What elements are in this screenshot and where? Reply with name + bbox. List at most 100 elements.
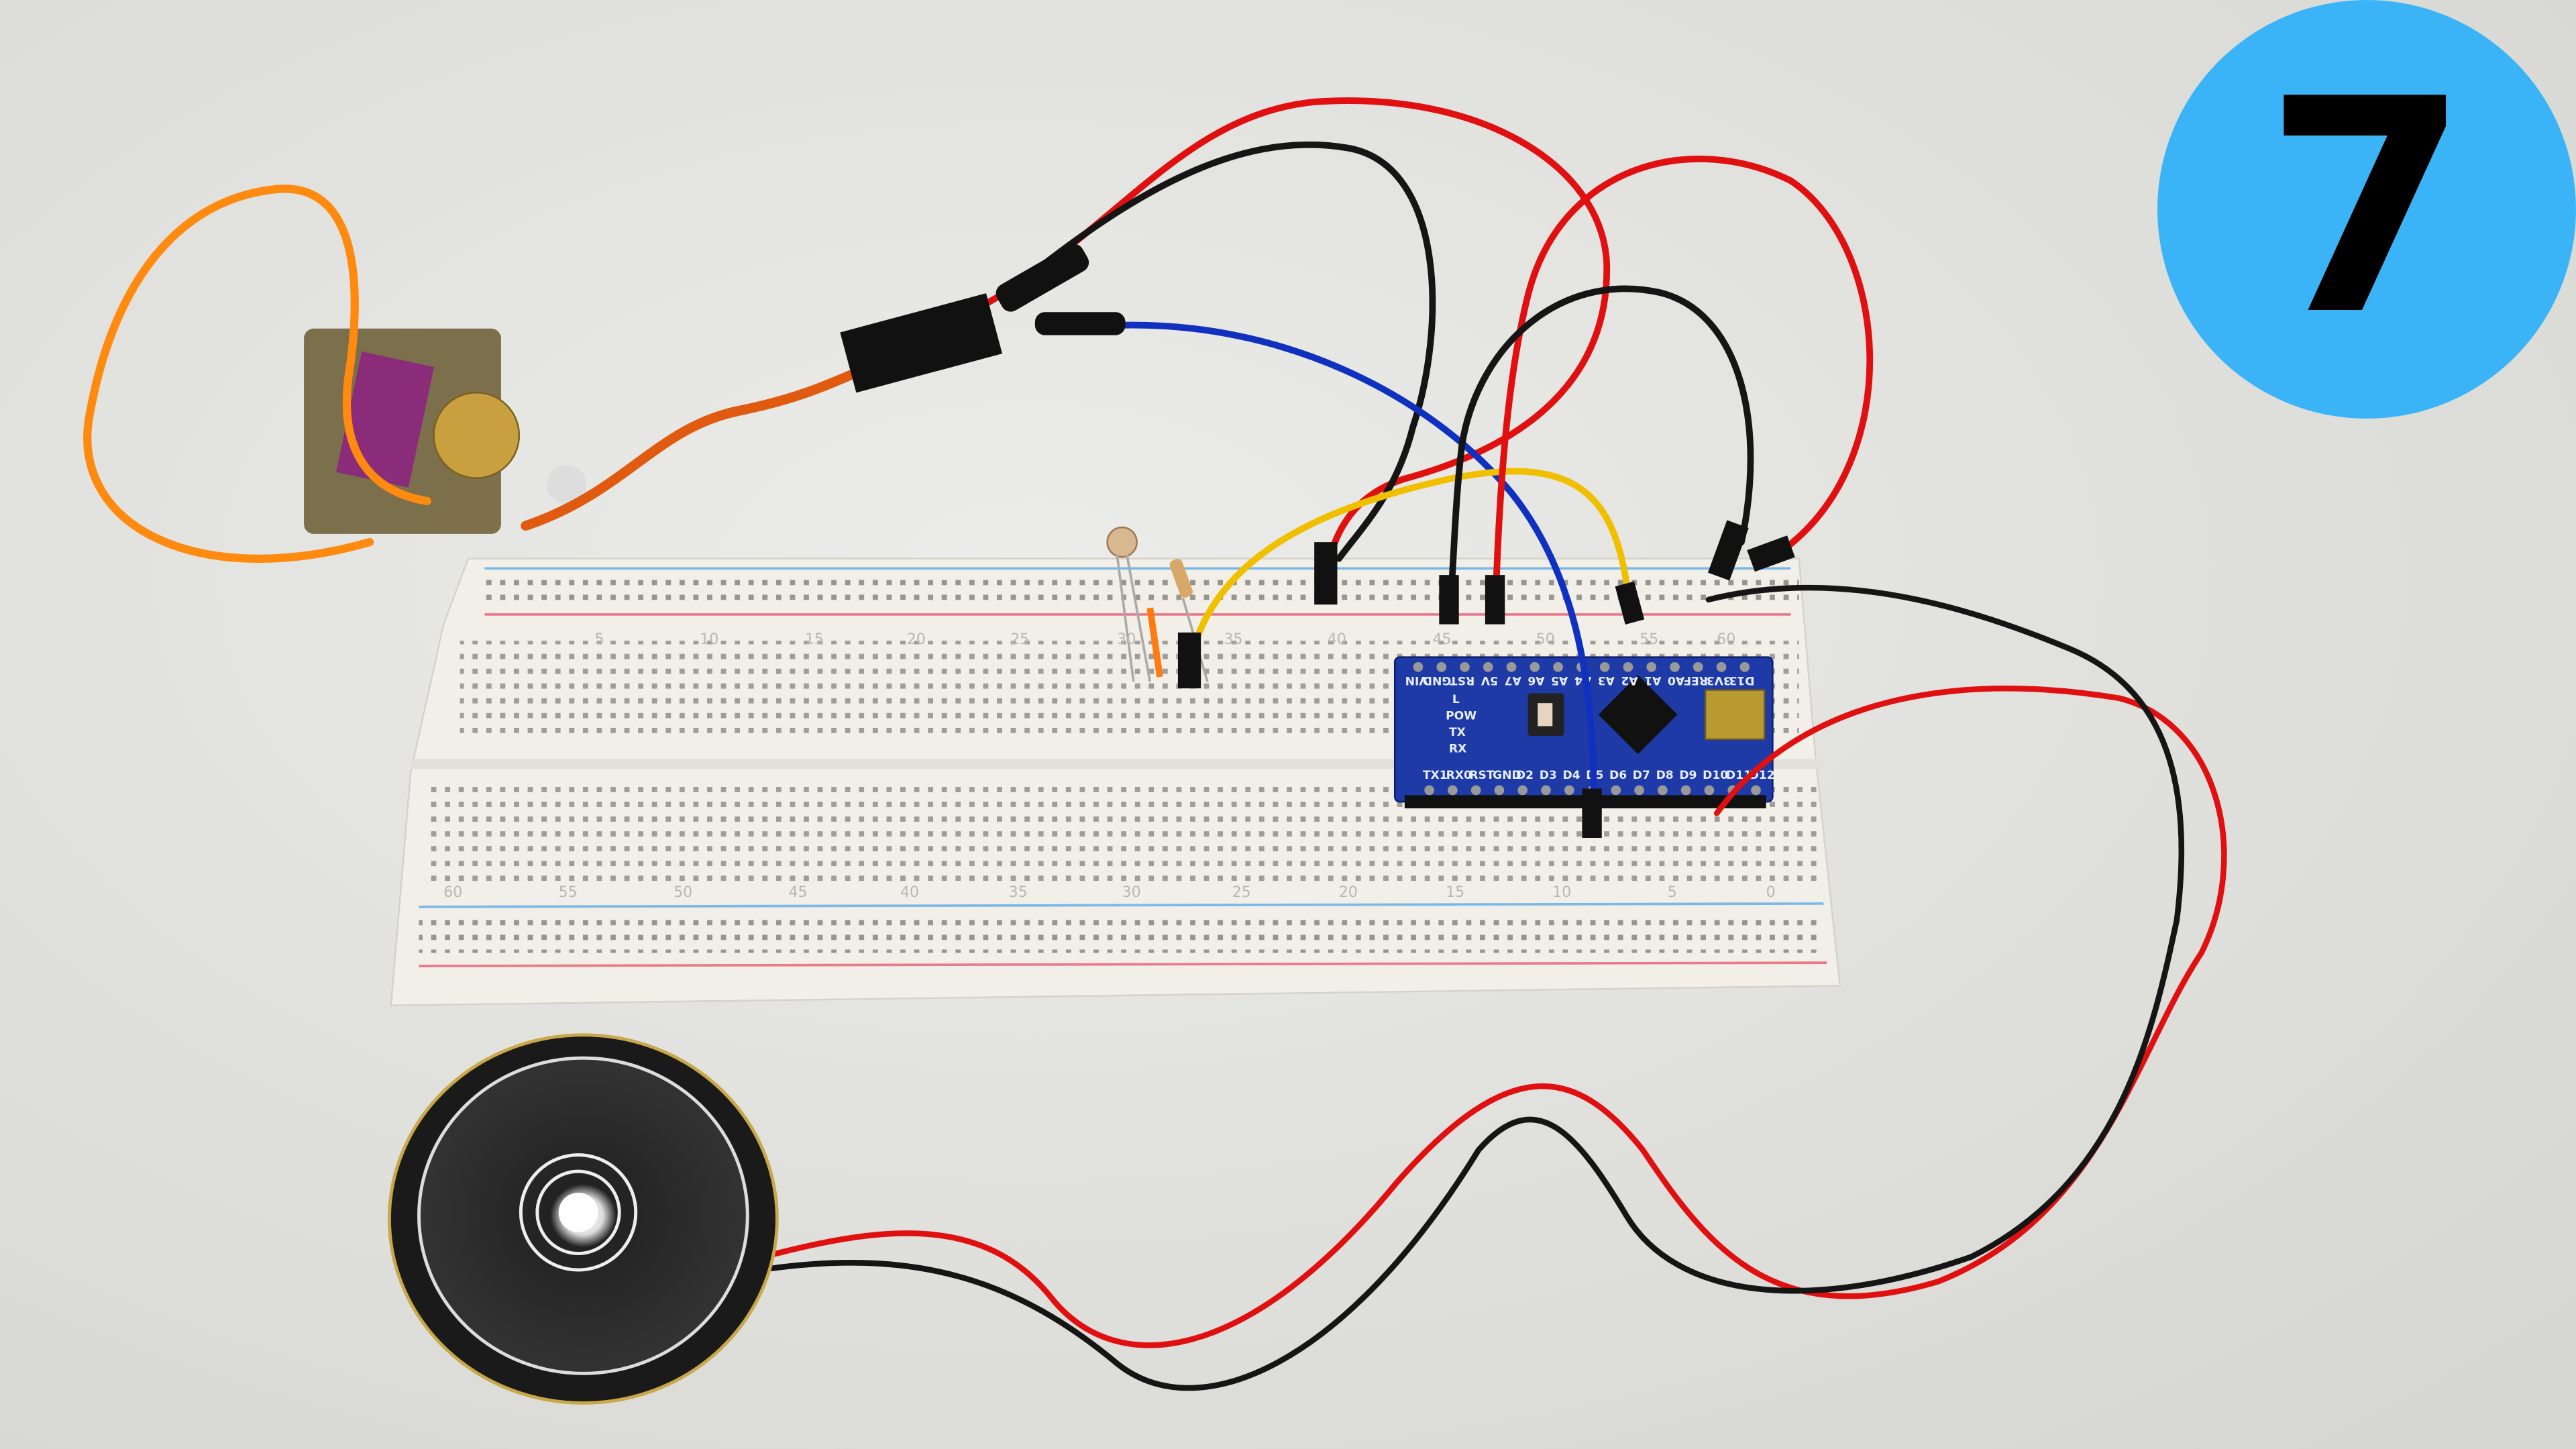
breadboard-top-numbers: 5 10 15 20 25 30 35 40 45 50 55 60 (595, 631, 1736, 648)
pin-header (1424, 785, 1434, 796)
speaker-black-wire (769, 584, 2185, 1391)
pin-label: A6 (1527, 674, 1544, 687)
pin-label: 5V (1481, 674, 1498, 687)
pin-label: D13 (1729, 674, 1754, 687)
pin-header (1716, 661, 1727, 672)
row-number: 5 (595, 631, 604, 648)
led-label: RX (1449, 743, 1466, 756)
row-number: 60 (443, 884, 462, 901)
pin-header (1413, 661, 1424, 672)
pin-label: A2 (1621, 674, 1638, 687)
row-number: 50 (674, 884, 692, 901)
pin-header (1611, 785, 1621, 796)
row-number: 60 (1717, 631, 1735, 648)
row-number: 25 (1010, 631, 1029, 648)
servo-orange-loop-wire (83, 184, 431, 563)
pin-label: D6 (1609, 769, 1627, 782)
pin-header (1670, 661, 1680, 672)
row-number: 5 (1668, 884, 1677, 901)
pin-label: GND (1423, 674, 1452, 687)
pin-label: A5 (1551, 674, 1568, 687)
blue-wire (1114, 321, 1597, 833)
row-number: 55 (1640, 631, 1658, 648)
pin-header (1553, 661, 1563, 672)
pin-header (1494, 785, 1505, 796)
pin-header (1541, 785, 1551, 796)
pin-header (1448, 785, 1458, 796)
row-number: 35 (1224, 631, 1242, 648)
pin-header (1704, 785, 1715, 796)
pin-header (1564, 785, 1574, 796)
row-number: 10 (700, 631, 718, 648)
connectors (840, 244, 1795, 838)
row-number: 40 (1328, 631, 1346, 648)
pin-header (1483, 661, 1493, 672)
pin-header (1693, 661, 1703, 672)
pin-header (1658, 785, 1668, 796)
speaker-red-wire (761, 686, 2227, 1348)
arduino-nano: D133V3REFA0A1A2A3A4A5A6A75VRSTGNDVINTX1R… (1393, 656, 1775, 808)
pin-label: TX1 (1423, 769, 1448, 782)
row-number: 20 (907, 631, 926, 648)
pin-label: RST (1450, 674, 1475, 687)
row-number: 45 (789, 884, 808, 901)
pin-header (1517, 785, 1528, 796)
pin-header (1646, 661, 1657, 672)
led-label: L (1452, 693, 1460, 706)
row-number: 25 (1232, 884, 1251, 901)
pin-header (1623, 661, 1633, 672)
servo-cable (521, 356, 892, 531)
black-wire-2 (1446, 285, 1754, 620)
pin-header (1751, 785, 1761, 796)
pin-label: D2 (1516, 769, 1534, 782)
pin-header (1634, 785, 1644, 796)
pin-label: D10 (1703, 769, 1728, 782)
pin-header (1436, 661, 1447, 672)
pin-label: D3 (1540, 769, 1557, 782)
wires (83, 97, 2227, 1391)
pin-header (1599, 661, 1610, 672)
led-label: POW (1446, 710, 1477, 723)
led-label: TX (1449, 726, 1466, 739)
yellow-wire (1187, 468, 1633, 661)
row-number: 30 (1122, 884, 1141, 901)
pin-label: A0 (1668, 674, 1684, 687)
pin-label: D9 (1679, 769, 1697, 782)
row-number: 0 (1766, 884, 1776, 901)
step-number: 7 (2263, 36, 2470, 380)
pin-header (1460, 661, 1470, 672)
pin-header (1506, 661, 1517, 672)
led-labels: L POW TX RX (1446, 693, 1477, 755)
pin-label: D7 (1633, 769, 1650, 782)
pin-label: D4 (1562, 769, 1580, 782)
row-number: 10 (1552, 884, 1571, 901)
row-number: 50 (1536, 631, 1555, 648)
row-number: 40 (900, 884, 919, 901)
pin-header (1470, 785, 1481, 796)
pin-label: D8 (1656, 769, 1674, 782)
black-wire-1 (1031, 141, 1436, 562)
pin-label: 3V3 (1707, 674, 1731, 687)
step-number-badge: 7 (2157, 0, 2576, 419)
row-number: 45 (1433, 631, 1452, 648)
row-number: 15 (1446, 884, 1464, 901)
speaker (387, 1033, 779, 1405)
pin-label: VIN (1405, 674, 1428, 687)
pin-label: A1 (1644, 674, 1661, 687)
row-number: 35 (1009, 884, 1028, 901)
pin-label: REF (1683, 674, 1708, 687)
row-number: 55 (559, 884, 578, 901)
pin-label: GND (1493, 769, 1521, 782)
row-number: 15 (805, 631, 824, 648)
red-wire-2 (1491, 156, 1874, 620)
pin-header (1739, 661, 1750, 672)
pin-header (1529, 661, 1540, 672)
row-number: 20 (1339, 884, 1358, 901)
pin-label: RX0 (1446, 769, 1472, 782)
photoresistor (1106, 526, 1152, 682)
pin-header (1680, 785, 1691, 796)
row-number: 30 (1117, 631, 1136, 648)
orange-jumper (1146, 607, 1163, 678)
pin-label: A3 (1598, 674, 1615, 687)
